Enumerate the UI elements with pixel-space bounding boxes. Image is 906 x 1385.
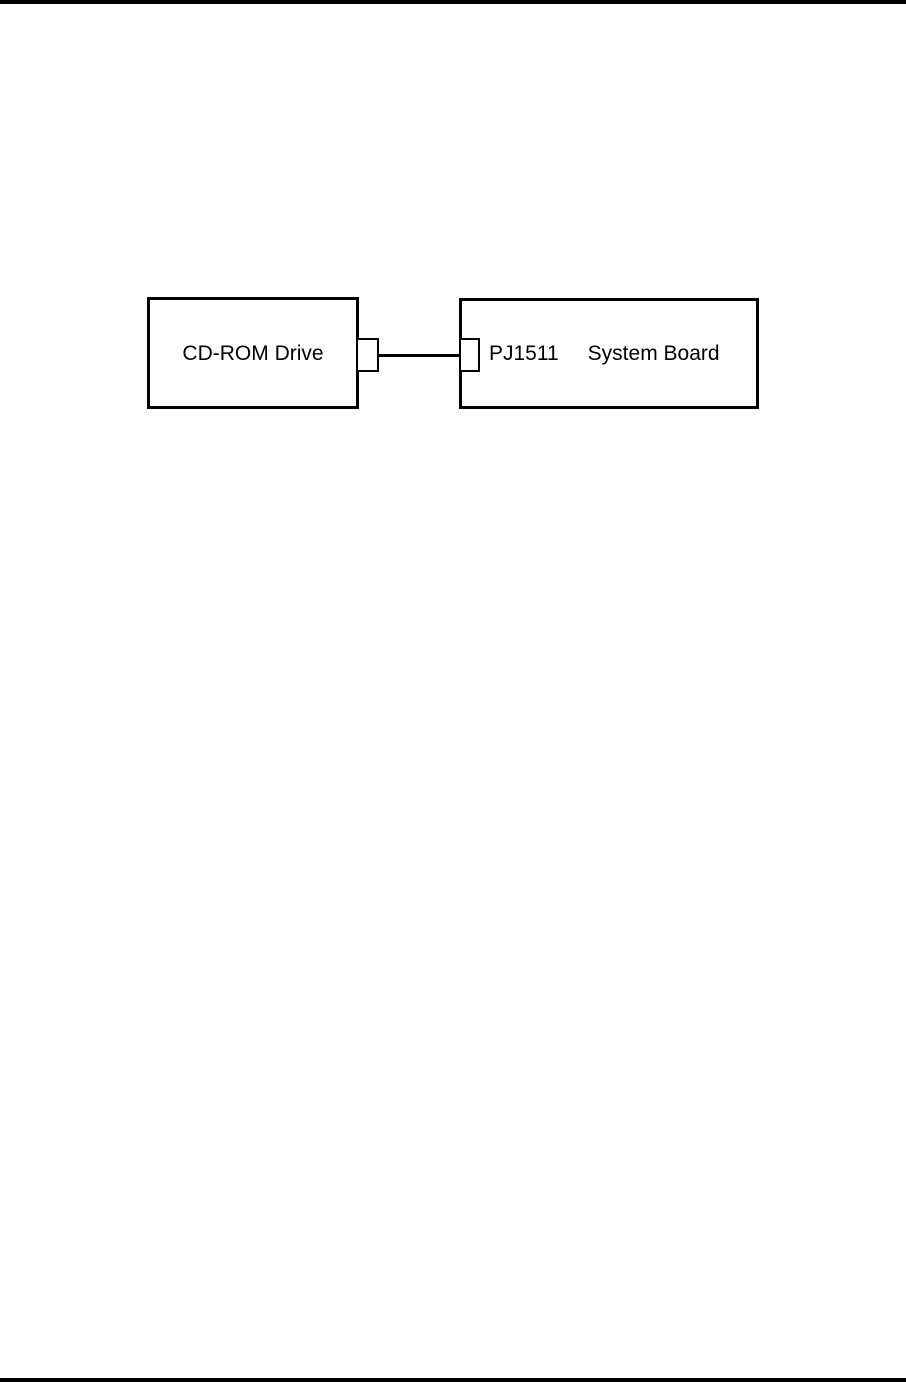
- cdrom-drive-connector-tab: [356, 338, 379, 372]
- system-board-labels: PJ1511 System Board: [489, 343, 720, 364]
- connector-pj1511-label: PJ1511: [489, 342, 559, 365]
- system-board-connector-tab: [459, 338, 480, 372]
- top-page-rule: [0, 0, 906, 4]
- connection-line: [379, 354, 459, 357]
- system-board-box: PJ1511 System Board: [459, 298, 759, 409]
- cdrom-drive-box: CD-ROM Drive: [147, 297, 359, 409]
- bottom-page-rule: [0, 1378, 906, 1382]
- system-board-label: System Board: [587, 342, 720, 365]
- cdrom-drive-label: CD-ROM Drive: [182, 341, 324, 365]
